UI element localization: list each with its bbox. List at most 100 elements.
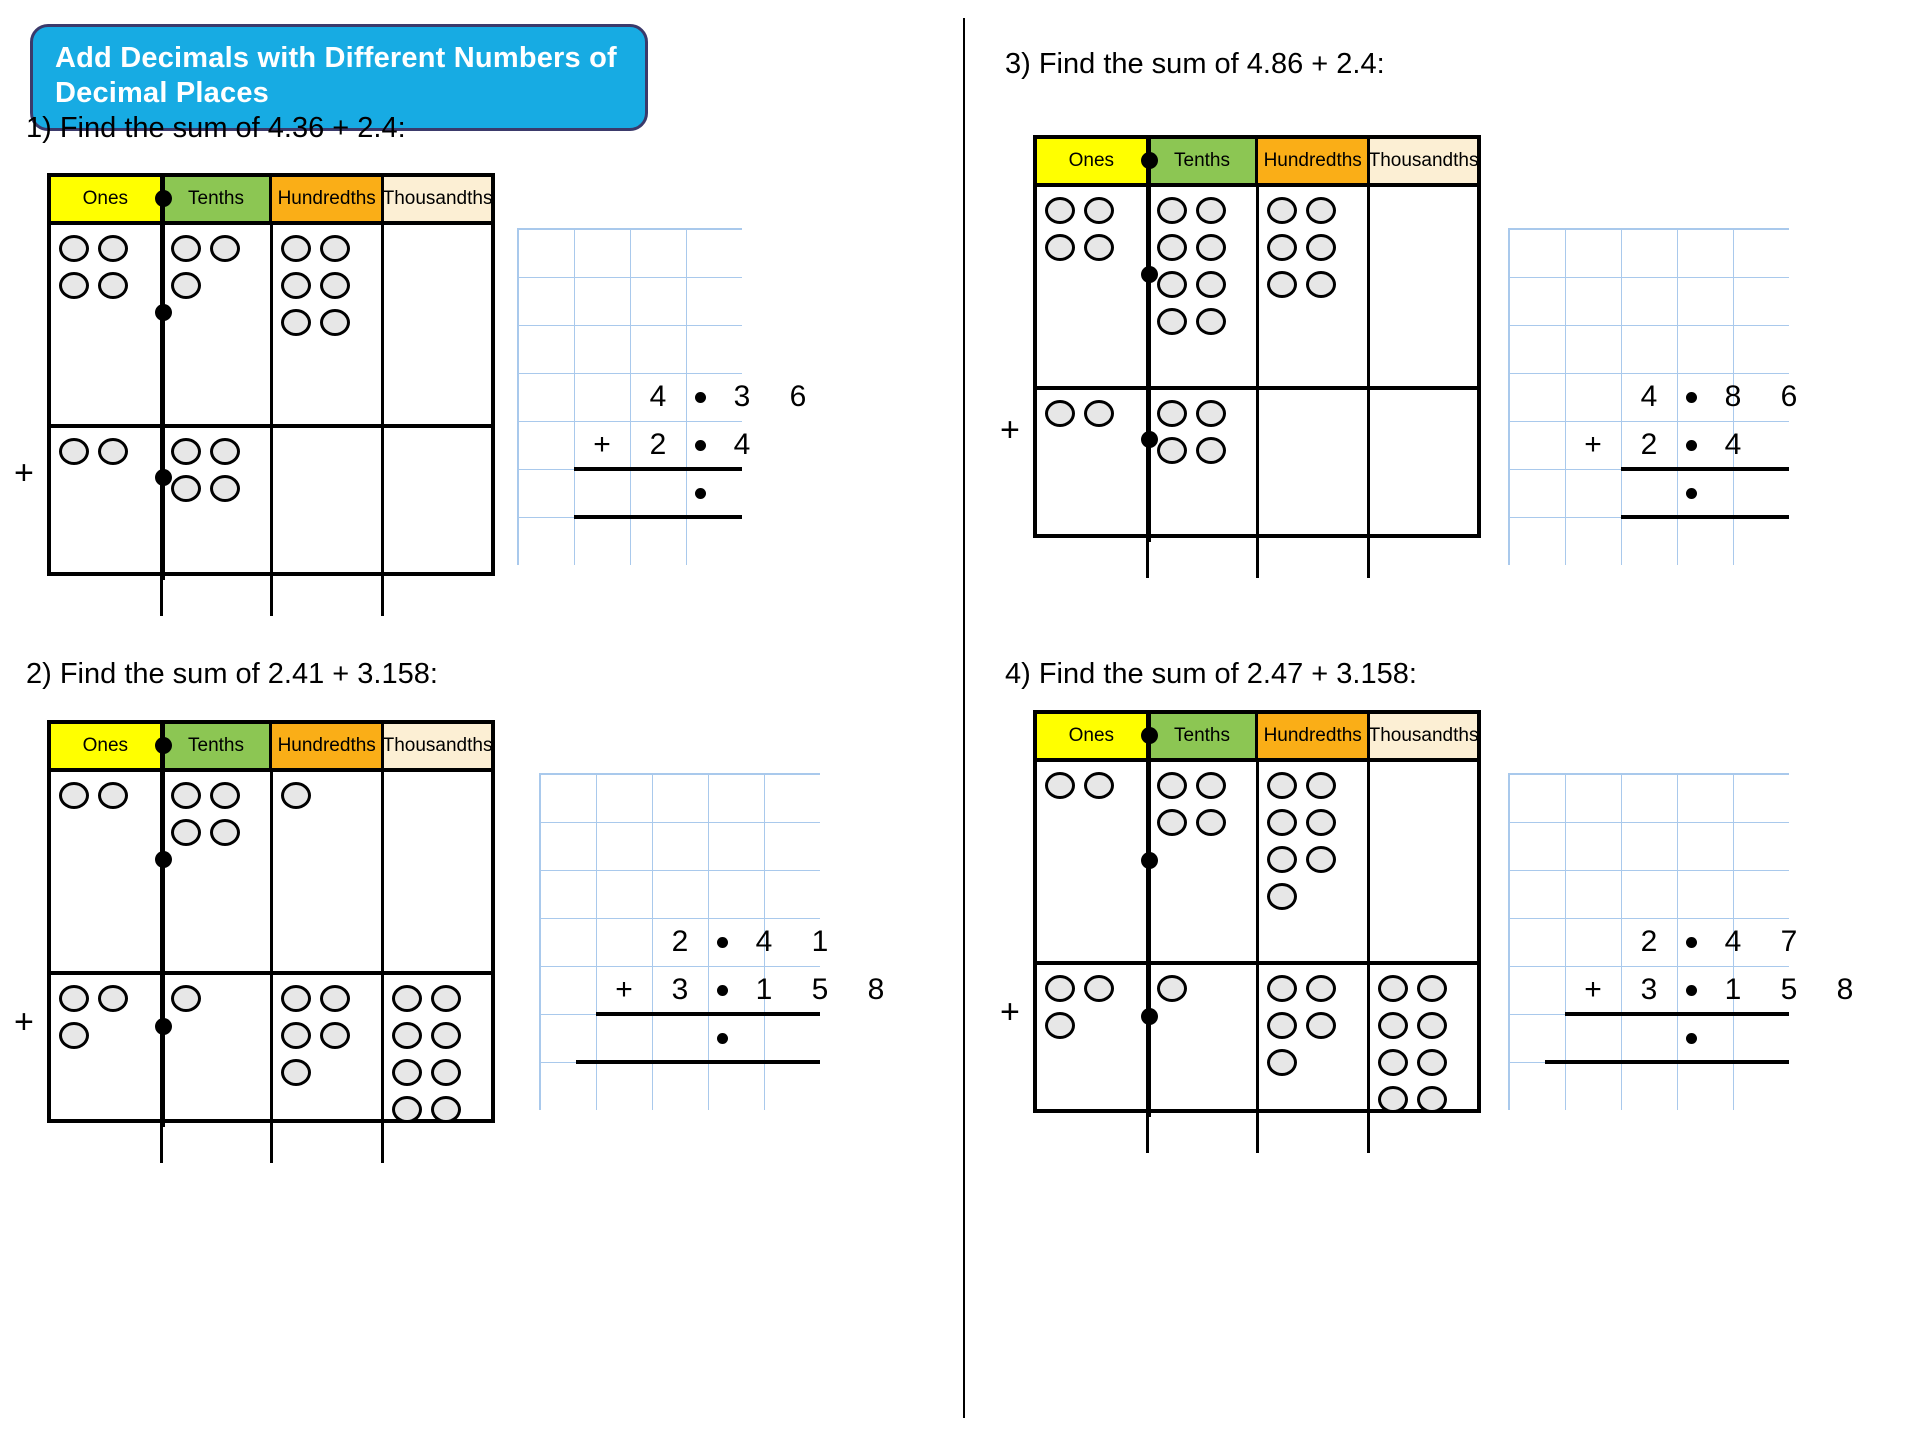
place-value-counter bbox=[319, 309, 350, 336]
header-ones: Ones bbox=[51, 724, 163, 768]
calc-rule-top bbox=[1621, 467, 1789, 471]
calc-decimal-point-icon bbox=[686, 469, 714, 517]
header-ones: Ones bbox=[51, 177, 163, 221]
calc-rule-bottom bbox=[574, 515, 742, 519]
decimal-point-header-icon bbox=[155, 190, 172, 207]
calc-digit bbox=[736, 1014, 792, 1062]
place-value-counter bbox=[1045, 772, 1075, 799]
calc-digit: 2 bbox=[649, 428, 667, 461]
calc-digit bbox=[596, 918, 652, 966]
pv-header-1: Ones Tenths Hundredths Thousandths bbox=[51, 177, 492, 225]
calc-row-answer bbox=[1509, 1014, 1873, 1062]
pv-row-addend1 bbox=[1037, 187, 1477, 390]
prompt-problem-2: 2) Find the sum of 2.41 + 3.158: bbox=[26, 658, 438, 690]
calc-digit: 5 bbox=[1780, 973, 1798, 1006]
cell-thousandths bbox=[384, 772, 491, 971]
place-value-counter bbox=[209, 475, 240, 502]
calc-digit bbox=[518, 469, 574, 517]
cell-hundredths bbox=[1259, 965, 1371, 1153]
decimal-spine bbox=[1147, 714, 1151, 1117]
decimal-dot bbox=[694, 487, 706, 499]
place-value-counter bbox=[1195, 400, 1226, 427]
calc-digit bbox=[1621, 469, 1677, 517]
place-value-counter bbox=[392, 985, 423, 1012]
decimal-dot bbox=[716, 984, 728, 996]
place-value-counter bbox=[319, 272, 350, 299]
calc-digit: 6 bbox=[789, 380, 807, 413]
place-value-counter bbox=[59, 985, 89, 1012]
plus-sign-1: + bbox=[14, 454, 34, 492]
calc-rule-bottom bbox=[1545, 1060, 1789, 1064]
place-value-counter bbox=[1378, 1086, 1409, 1113]
calc-digit: 6 bbox=[1780, 380, 1798, 413]
cell-thousandths bbox=[384, 428, 491, 616]
column-divider bbox=[963, 18, 965, 1418]
place-value-counter bbox=[1195, 234, 1226, 261]
place-value-counter bbox=[1266, 809, 1297, 836]
cell-hundredths bbox=[273, 225, 385, 424]
decimal-point-header-icon bbox=[1141, 727, 1158, 744]
cell-ones bbox=[51, 772, 163, 971]
calc-digit bbox=[848, 918, 904, 966]
calc-decimal-point-icon bbox=[686, 373, 714, 421]
decimal-point-header-icon bbox=[1141, 152, 1158, 169]
calc-digit: 1 bbox=[755, 973, 773, 1006]
calc-digit bbox=[1509, 918, 1565, 966]
place-value-counter bbox=[59, 272, 89, 299]
calc-decimal-point-icon bbox=[1677, 1014, 1705, 1062]
calc-plus-sign: + bbox=[1584, 428, 1602, 461]
cell-hundredths bbox=[273, 428, 385, 616]
place-value-counter bbox=[98, 272, 128, 299]
decimal-point-icon-2 bbox=[155, 1018, 172, 1035]
place-value-counter bbox=[1266, 772, 1297, 799]
decimal-dot bbox=[1685, 487, 1697, 499]
calc-digit: 1 bbox=[1724, 973, 1742, 1006]
decimal-dot bbox=[1685, 1032, 1697, 1044]
cell-ones bbox=[1037, 762, 1149, 961]
place-value-counter bbox=[1045, 197, 1075, 224]
cell-tenths bbox=[163, 428, 273, 616]
place-value-counter bbox=[431, 1096, 462, 1123]
place-value-counter bbox=[1378, 1049, 1409, 1076]
calc-decimal-point-icon bbox=[708, 1014, 736, 1062]
place-value-counter bbox=[1266, 197, 1297, 224]
calc-decimal-point-icon bbox=[1677, 966, 1705, 1014]
place-value-counter bbox=[1156, 308, 1187, 335]
place-value-counter bbox=[1305, 809, 1336, 836]
pv-row-addend1 bbox=[1037, 762, 1477, 965]
place-value-counter bbox=[170, 235, 201, 262]
calc-digit: 8 bbox=[867, 973, 885, 1006]
decimal-point-icon-1 bbox=[155, 304, 172, 321]
calc-digit bbox=[1817, 1014, 1873, 1062]
place-value-counter bbox=[1156, 437, 1187, 464]
calc-digit bbox=[1761, 421, 1817, 469]
place-value-counter bbox=[431, 1059, 462, 1086]
place-value-counter bbox=[392, 1022, 423, 1049]
cell-ones bbox=[1037, 965, 1149, 1153]
calc-digit: 2 bbox=[1640, 925, 1658, 958]
place-value-counter bbox=[1417, 1012, 1448, 1039]
header-hundredths: Hundredths bbox=[272, 177, 385, 221]
cell-thousandths bbox=[1370, 965, 1477, 1153]
decimal-point-header-icon bbox=[155, 737, 172, 754]
decimal-dot bbox=[694, 439, 706, 451]
place-value-counter bbox=[1417, 975, 1448, 1002]
place-value-counter bbox=[1045, 975, 1075, 1002]
decimal-dot bbox=[1685, 936, 1697, 948]
decimal-dot bbox=[694, 391, 706, 403]
calc-digit bbox=[540, 966, 596, 1014]
pv-row-addend2 bbox=[51, 975, 491, 1163]
calc-digit bbox=[770, 421, 826, 469]
calc-decimal-point-icon bbox=[686, 421, 714, 469]
header-tenths: Tenths bbox=[162, 177, 273, 221]
calc-digit bbox=[1509, 966, 1565, 1014]
cell-thousandths bbox=[1370, 762, 1477, 961]
place-value-counter bbox=[1195, 772, 1226, 799]
calc-digit bbox=[1705, 469, 1761, 517]
place-value-counter bbox=[280, 272, 311, 299]
cell-hundredths bbox=[1259, 762, 1371, 961]
